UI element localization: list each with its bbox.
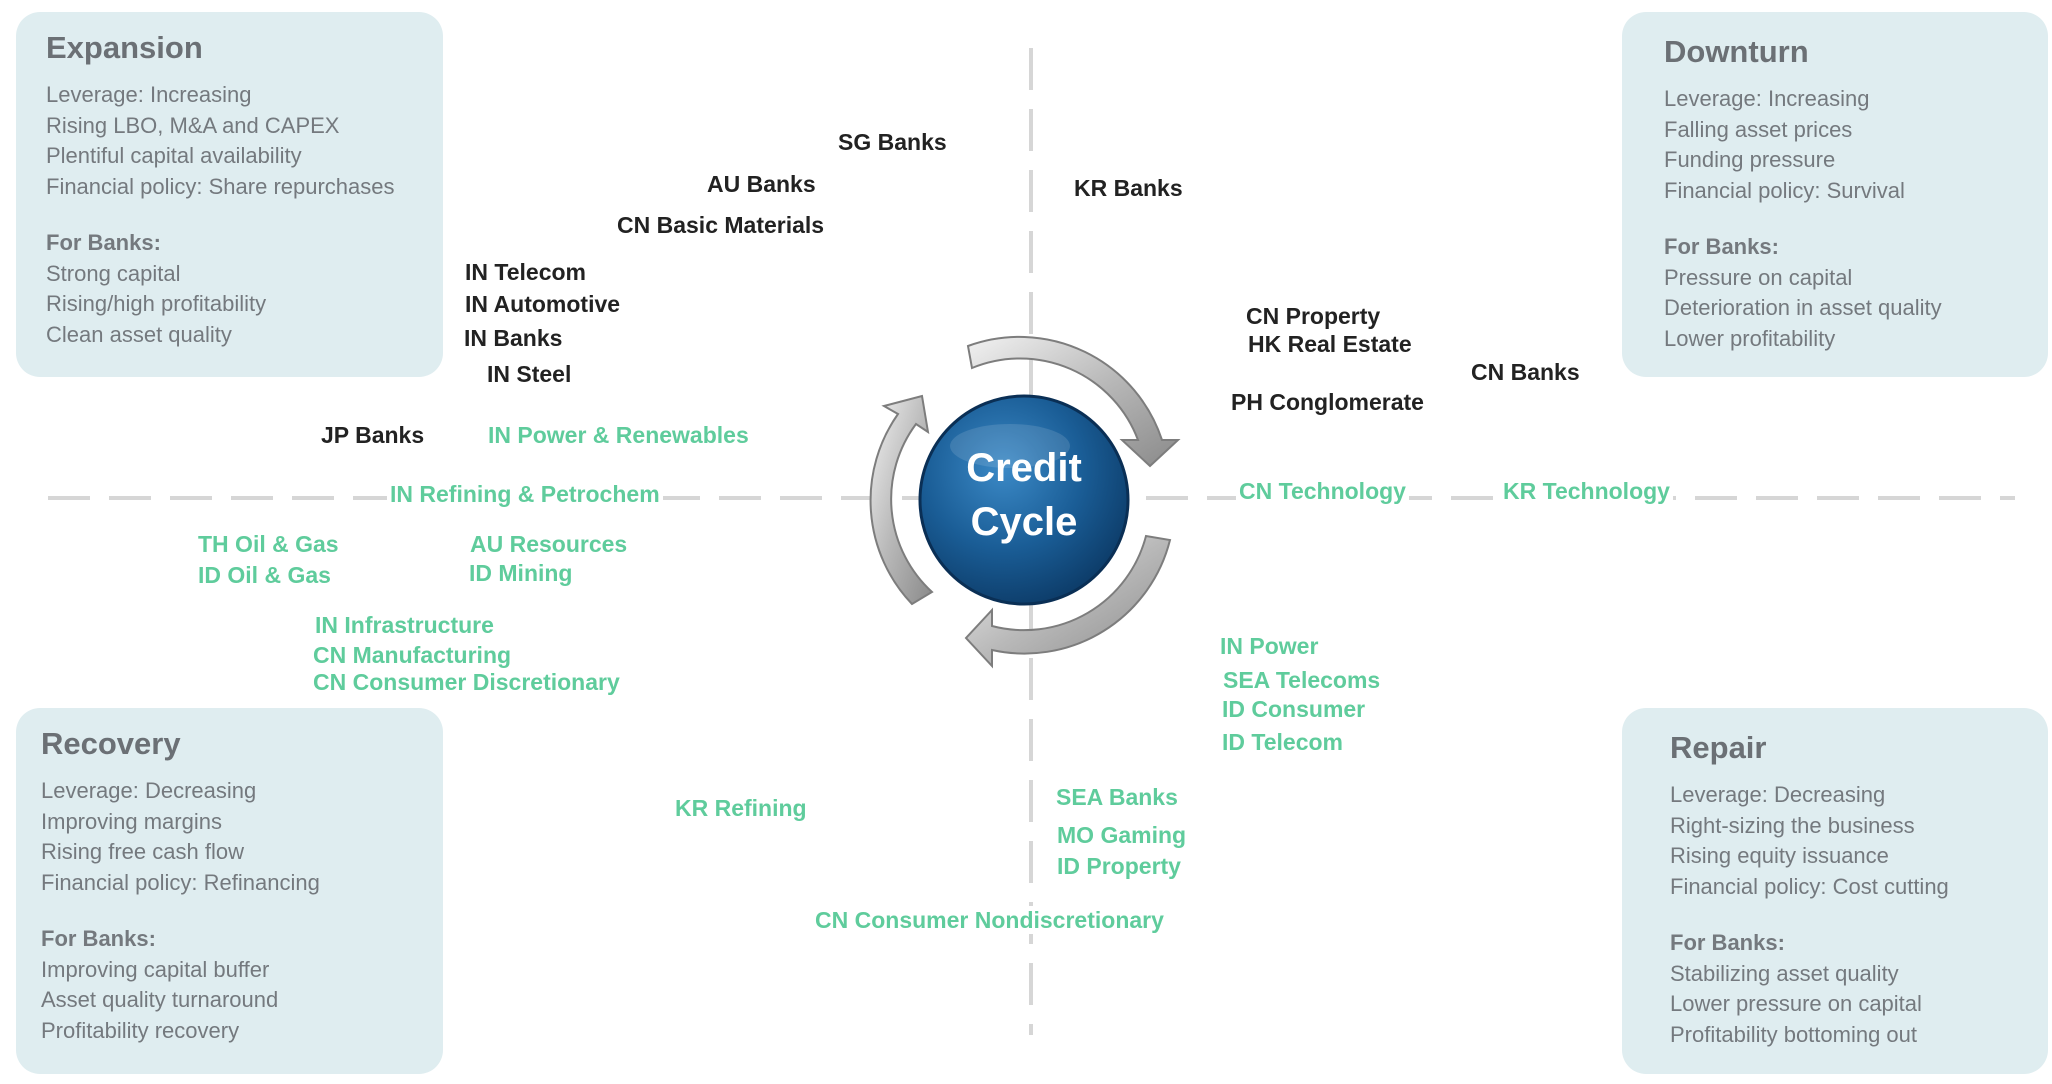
sector-ph-conglomerate: PH Conglomerate [1228, 388, 1427, 416]
phase-line: Leverage: Increasing [1664, 86, 1870, 111]
sector-cn-consumer-discretionary: CN Consumer Discretionary [310, 668, 623, 696]
phase-title: Expansion [46, 30, 203, 65]
cycle-arrow-top-right [966, 335, 1181, 468]
banks-heading: For Banks: [1670, 930, 1785, 955]
phase-line: Funding pressure [1664, 147, 1836, 172]
sector-id-consumer: ID Consumer [1219, 695, 1369, 723]
phase-line: Financial policy: Survival [1664, 177, 1905, 203]
sector-kr-banks: KR Banks [1071, 174, 1186, 202]
banks-line: Profitability bottoming out [1670, 1021, 1918, 1047]
banks-line: Asset quality turnaround [41, 987, 279, 1012]
credit-cycle-graphic [869, 335, 1181, 669]
phase-line: Right-sizing the business [1670, 812, 1915, 838]
sector-sea-banks: SEA Banks [1053, 783, 1181, 811]
banks-line: Strong capital [46, 260, 181, 286]
credit-cycle-circle [918, 394, 1130, 606]
sector-au-banks: AU Banks [704, 170, 819, 198]
sector-cn-property: CN Property [1243, 302, 1384, 330]
cycle-arrow-left [869, 394, 934, 606]
banks-line: Profitability recovery [41, 1017, 240, 1043]
phase-box-repair: Repair Leverage: Decreasing Right-sizing… [1622, 708, 2048, 1074]
sector-in-banks: IN Banks [461, 324, 566, 352]
phase-line: Financial policy: Refinancing [41, 869, 320, 895]
banks-line: Pressure on capital [1664, 264, 1853, 290]
banks-line: Clean asset quality [46, 321, 232, 347]
sector-cn-manufacturing: CN Manufacturing [310, 641, 515, 669]
phase-line: Financial policy: Share repurchases [46, 173, 395, 199]
phase-line: Rising LBO, M&A and CAPEX [46, 112, 340, 138]
sector-in-infrastructure: IN Infrastructure [312, 611, 497, 639]
banks-line: Lower pressure on capital [1670, 991, 1922, 1016]
banks-line: Stabilizing asset quality [1670, 960, 1899, 986]
sector-in-steel: IN Steel [484, 360, 575, 388]
sector-sg-banks: SG Banks [835, 128, 950, 156]
sector-cn-banks: CN Banks [1468, 358, 1583, 386]
phase-title: Repair [1670, 730, 1767, 765]
phase-line: Plentiful capital availability [46, 143, 302, 168]
banks-line: Improving capital buffer [41, 956, 270, 982]
sector-id-oil-gas: ID Oil & Gas [195, 561, 334, 589]
phase-title: Recovery [41, 726, 181, 761]
sector-in-refining-petrochem: IN Refining & Petrochem [387, 480, 663, 508]
sector-id-telecom: ID Telecom [1219, 728, 1346, 756]
phase-title: Downturn [1664, 34, 1809, 69]
sector-id-property: ID Property [1054, 852, 1184, 880]
sector-jp-banks: JP Banks [318, 421, 428, 449]
sector-th-oil-gas: TH Oil & Gas [195, 530, 342, 558]
phase-box-recovery: Recovery Leverage: Decreasing Improving … [16, 708, 443, 1074]
phase-box-downturn: Downturn Leverage: Increasing Falling as… [1622, 12, 2048, 377]
banks-line: Deterioration in asset quality [1664, 295, 1942, 320]
banks-heading: For Banks: [1664, 234, 1779, 259]
phase-line: Rising equity issuance [1670, 843, 1889, 868]
sector-cn-consumer-nondiscretionary: CN Consumer Nondiscretionary [812, 906, 1167, 934]
cycle-arrow-bottom-right [964, 534, 1172, 669]
banks-heading: For Banks: [46, 230, 161, 255]
credit-cycle-label-line1: Credit [966, 446, 1082, 490]
phase-line: Improving margins [41, 808, 222, 834]
phase-line: Leverage: Decreasing [41, 778, 257, 803]
phase-line: Rising free cash flow [41, 839, 244, 864]
banks-line: Rising/high profitability [46, 291, 267, 316]
sector-au-resources: AU Resources [467, 530, 631, 558]
banks-heading: For Banks: [41, 926, 156, 951]
phase-line: Leverage: Decreasing [1670, 782, 1886, 807]
sector-in-power-renewables: IN Power & Renewables [485, 421, 752, 449]
credit-cycle-label-line2: Cycle [970, 500, 1078, 544]
sector-sea-telecoms: SEA Telecoms [1220, 666, 1384, 694]
sector-in-telecom: IN Telecom [462, 258, 589, 286]
phase-box-expansion: Expansion Leverage: Increasing Rising LB… [16, 12, 443, 377]
sector-cn-technology: CN Technology [1236, 477, 1409, 505]
sector-cn-basic-materials: CN Basic Materials [614, 211, 828, 239]
sector-in-power: IN Power [1217, 632, 1322, 660]
phase-line: Falling asset prices [1664, 116, 1853, 142]
sector-id-mining: ID Mining [466, 559, 576, 587]
sector-in-automotive: IN Automotive [462, 290, 624, 318]
banks-line: Lower profitability [1664, 325, 1836, 351]
phase-line: Financial policy: Cost cutting [1670, 873, 1949, 899]
sector-kr-technology: KR Technology [1500, 477, 1673, 505]
sector-mo-gaming: MO Gaming [1054, 821, 1190, 849]
sector-hk-real-estate: HK Real Estate [1245, 330, 1415, 358]
phase-line: Leverage: Increasing [46, 82, 252, 107]
sector-kr-refining: KR Refining [672, 794, 810, 822]
